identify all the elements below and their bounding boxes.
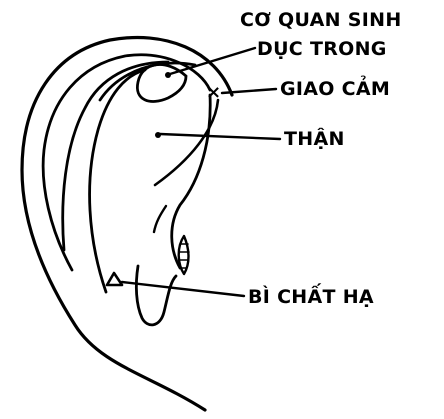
antihelix-body <box>90 70 145 292</box>
sympathetic-point-mark: × <box>206 84 221 102</box>
lobe-contour <box>136 266 176 325</box>
leader-kidney <box>160 134 280 139</box>
leader-subcortex <box>122 282 244 296</box>
label-than: THẬN <box>284 130 345 149</box>
concha-line <box>155 100 218 185</box>
concha-main-curve <box>172 95 210 268</box>
label-bi-chat-ha: BÌ CHẤT HẠ <box>248 288 374 307</box>
lobe-tail <box>154 206 166 232</box>
subcortex-triangle-marker <box>107 273 122 285</box>
leader-internal-genitals <box>170 48 255 74</box>
label-giao-cam: GIAO CẢM <box>280 80 390 99</box>
label-co-quan-sinh: CƠ QUAN SINH <box>240 11 402 30</box>
internal-genitals-loop <box>137 65 186 102</box>
label-duc-trong: DỤC TRONG <box>257 40 387 59</box>
